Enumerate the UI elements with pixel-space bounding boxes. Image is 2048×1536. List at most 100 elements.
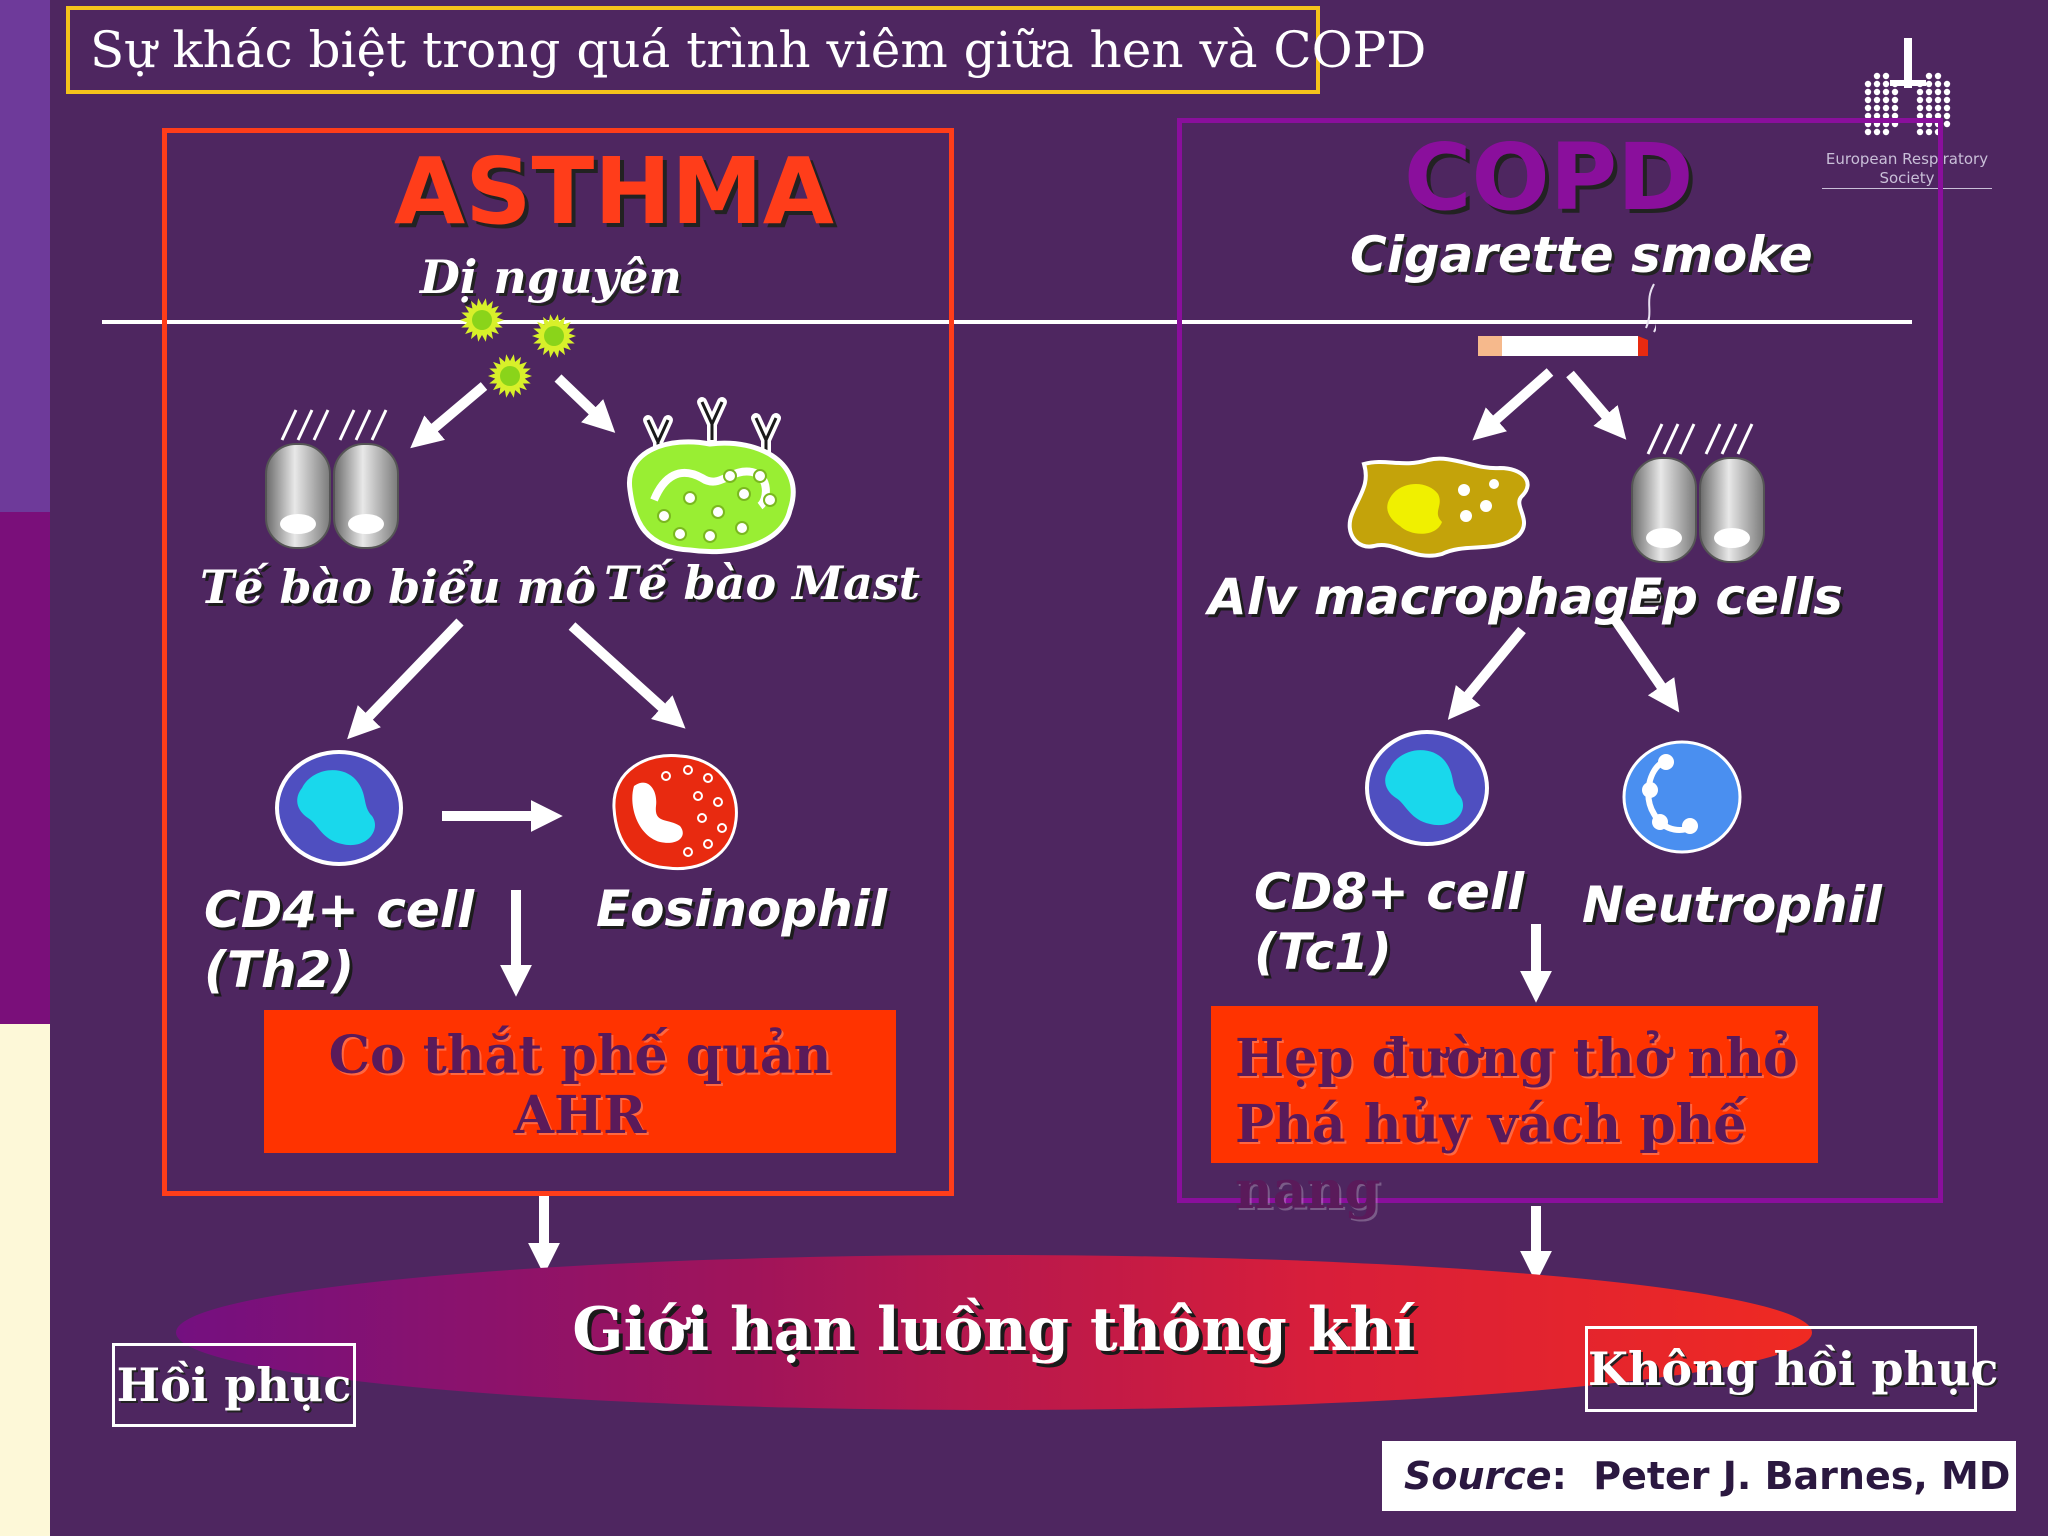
lung-dot — [1882, 96, 1890, 104]
lung-dot — [1943, 112, 1951, 120]
eosinophil-granule — [713, 797, 723, 807]
lung-dot — [1925, 88, 1933, 96]
lung-dot — [1925, 72, 1933, 80]
cd4-cell-icon — [275, 750, 403, 866]
mast-cell-label: Tế bào Mast — [604, 556, 921, 610]
lung-dot — [1916, 112, 1924, 120]
lung-dot — [1943, 96, 1951, 104]
mast-granule — [735, 521, 749, 535]
mast-granule — [673, 527, 687, 541]
lung-dot — [1864, 112, 1872, 120]
lung-dot — [1864, 88, 1872, 96]
lung-dot — [1882, 72, 1890, 80]
mast-granule — [683, 491, 697, 505]
allergen-particle-core — [472, 310, 492, 330]
reversible-box: Hồi phục — [112, 1343, 356, 1427]
lung-dot — [1916, 80, 1924, 88]
lung-dot — [1934, 96, 1942, 104]
ers-logo-text: European Respiratory Society — [1822, 150, 1992, 189]
ep-cells-label: Ep cells — [1628, 568, 1843, 626]
cd8-cell-icon — [1365, 730, 1489, 846]
lung-dot — [1943, 88, 1951, 96]
mast-granule — [723, 469, 737, 483]
lung-dot — [1873, 104, 1881, 112]
eosinophil-granule — [683, 847, 693, 857]
eosinophil-label: Eosinophil — [596, 880, 888, 938]
copd-panel — [1177, 118, 1943, 1203]
lung-dot — [1925, 96, 1933, 104]
ers-logo-line1: European Respiratory — [1825, 150, 1989, 168]
airway-divider-line — [102, 320, 1912, 324]
eosinophil-granule — [703, 839, 713, 849]
lung-dot — [1882, 112, 1890, 120]
asthma-outcome-box: Co thắt phế quản AHR — [264, 1010, 896, 1153]
lung-dot — [1916, 128, 1924, 136]
lung-dot — [1864, 80, 1872, 88]
cd4-cell-label-line2: (Th2) — [204, 941, 355, 999]
source-citation: Source: Peter J. Barnes, MD — [1382, 1441, 2016, 1511]
lung-dot — [1925, 80, 1933, 88]
lung-dot — [1873, 112, 1881, 120]
lung-dot — [1882, 128, 1890, 136]
allergen-particle-core — [544, 326, 564, 346]
source-author: Peter J. Barnes, MD — [1593, 1454, 2011, 1498]
eosinophil-granule — [703, 773, 713, 783]
lung-dot — [1864, 128, 1872, 136]
left-bar-segment-bottom — [0, 1024, 50, 1536]
lung-dot — [1916, 88, 1924, 96]
eosinophil-granule — [697, 813, 707, 823]
mast-cell-icon — [627, 397, 796, 555]
mast-granule — [753, 469, 767, 483]
left-color-bar — [0, 0, 50, 1536]
ers-logo-line2: Society — [1822, 169, 1992, 189]
eosinophil-granule — [717, 823, 727, 833]
lung-dot — [1925, 104, 1933, 112]
copd-outcome-line1: Hẹp đường thở nhỏ — [1235, 1028, 1798, 1089]
allergen-particle-core — [500, 366, 520, 386]
cigarette-smoke-label: Cigarette smoke — [1350, 226, 1813, 284]
allergen-particles-icon — [460, 298, 576, 398]
cigarette-icon — [1478, 283, 1656, 356]
asthma-panel — [162, 128, 954, 1196]
mast-granule — [657, 509, 671, 523]
lung-dot — [1934, 104, 1942, 112]
eosinophil-granule — [683, 765, 693, 775]
source-colon: : — [1551, 1454, 1594, 1498]
copd-outcome-line2: Phá hủy vách phế nang — [1235, 1094, 1747, 1221]
airflow-limitation-label: Giới hạn luồng thông khí — [572, 1295, 1416, 1365]
epithelial-cells-icon — [265, 409, 399, 549]
cd8-cell-label-line2: (Tc1) — [1254, 923, 1392, 981]
irreversible-box: Không hồi phục — [1585, 1326, 1998, 1412]
lung-dot — [1943, 104, 1951, 112]
airflow-limitation-ellipse — [176, 1255, 1812, 1410]
copd-epithelial-cells-icon — [1631, 423, 1765, 563]
lung-dot — [1943, 80, 1951, 88]
asthma-outcome-line2: AHR — [513, 1085, 647, 1146]
allergen-label: Dị nguyên — [420, 250, 682, 304]
lung-dot — [1934, 112, 1942, 120]
lung-dot — [1882, 104, 1890, 112]
left-bar-segment-top — [0, 0, 50, 512]
lung-dot — [1873, 88, 1881, 96]
copd-outcome-box: Hẹp đường thở nhỏ Phá hủy vách phế nang — [1211, 1006, 1818, 1221]
mast-granule — [737, 487, 751, 501]
asthma-header: ASTHMA — [394, 138, 834, 245]
mast-granule — [711, 505, 725, 519]
lung-dot — [1873, 96, 1881, 104]
lung-dot — [1873, 128, 1881, 136]
eosinophil-granule — [693, 791, 703, 801]
mast-granule — [763, 493, 777, 507]
eosinophil-icon — [612, 753, 738, 871]
lung-dot — [1943, 120, 1951, 128]
lung-dot — [1882, 80, 1890, 88]
lung-dot — [1891, 104, 1899, 112]
lung-dot — [1882, 88, 1890, 96]
lung-dot — [1891, 88, 1899, 96]
asthma-outcome-line1: Co thắt phế quản — [328, 1025, 832, 1086]
mast-granule — [703, 529, 717, 543]
epithelial-cell-label: Tế bào biểu mô — [200, 560, 596, 614]
lung-dot — [1934, 88, 1942, 96]
lung-dot — [1934, 80, 1942, 88]
eosinophil-granule — [661, 771, 671, 781]
lung-dot — [1864, 104, 1872, 112]
